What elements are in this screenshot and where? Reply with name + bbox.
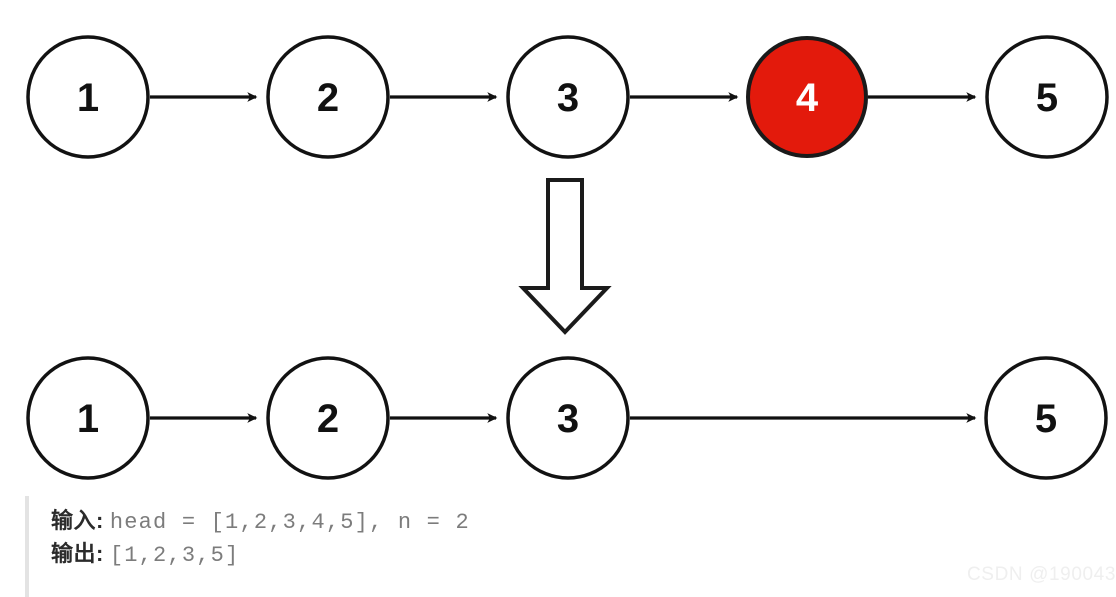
node-bottom-5[interactable]: 5 xyxy=(984,356,1108,480)
node-top-4-label: 4 xyxy=(796,76,819,120)
node-bottom-1[interactable]: 1 xyxy=(26,356,150,480)
input-line: 输入:head = [1,2,3,4,5], n = 2 xyxy=(51,504,1116,537)
node-bottom-3-label: 3 xyxy=(557,397,579,441)
node-bottom-2[interactable]: 2 xyxy=(266,356,390,480)
node-bottom-5-label: 5 xyxy=(1035,397,1057,441)
bottom-row-group: 1 2 3 5 xyxy=(26,356,1108,480)
node-top-1-circle xyxy=(26,35,150,159)
input-value: head = [1,2,3,4,5], n = 2 xyxy=(109,510,470,535)
node-top-2-label: 2 xyxy=(317,76,339,120)
csdn-watermark: CSDN @190043 xyxy=(966,564,1116,585)
node-bottom-3[interactable]: 3 xyxy=(506,356,630,480)
caption-block: 输入:head = [1,2,3,4,5], n = 2 输出:[1,2,3,5… xyxy=(0,496,1116,597)
input-label: 输入: xyxy=(51,508,104,533)
node-bottom-2-label: 2 xyxy=(317,397,339,441)
node-bottom-5-circle xyxy=(984,356,1108,480)
node-top-4-highlighted[interactable]: 4 xyxy=(746,36,868,158)
node-top-5-label: 5 xyxy=(1036,76,1058,120)
node-bottom-3-circle xyxy=(506,356,630,480)
node-bottom-1-label: 1 xyxy=(77,397,99,441)
linked-list-diagram: 1 2 3 4 5 xyxy=(26,35,1109,480)
node-top-5[interactable]: 5 xyxy=(985,35,1109,159)
node-top-2[interactable]: 2 xyxy=(266,35,390,159)
node-bottom-2-circle xyxy=(266,356,390,480)
output-value: [1,2,3,5] xyxy=(109,543,240,568)
node-top-3-circle xyxy=(506,35,630,159)
output-line: 输出:[1,2,3,5] xyxy=(51,537,1116,570)
top-row-group: 1 2 3 4 5 xyxy=(26,35,1109,159)
node-top-4-circle xyxy=(746,36,868,158)
node-top-1-label: 1 xyxy=(77,76,99,120)
node-top-2-circle xyxy=(266,35,390,159)
node-top-3-label: 3 xyxy=(557,76,579,120)
transform-down-arrow-icon xyxy=(518,178,612,335)
node-top-3[interactable]: 3 xyxy=(506,35,630,159)
node-top-5-circle xyxy=(985,35,1109,159)
node-top-1[interactable]: 1 xyxy=(26,35,150,159)
output-label: 输出: xyxy=(51,541,104,566)
node-bottom-1-circle xyxy=(26,356,150,480)
caption-accent-bar: 输入:head = [1,2,3,4,5], n = 2 输出:[1,2,3,5… xyxy=(25,496,1116,597)
